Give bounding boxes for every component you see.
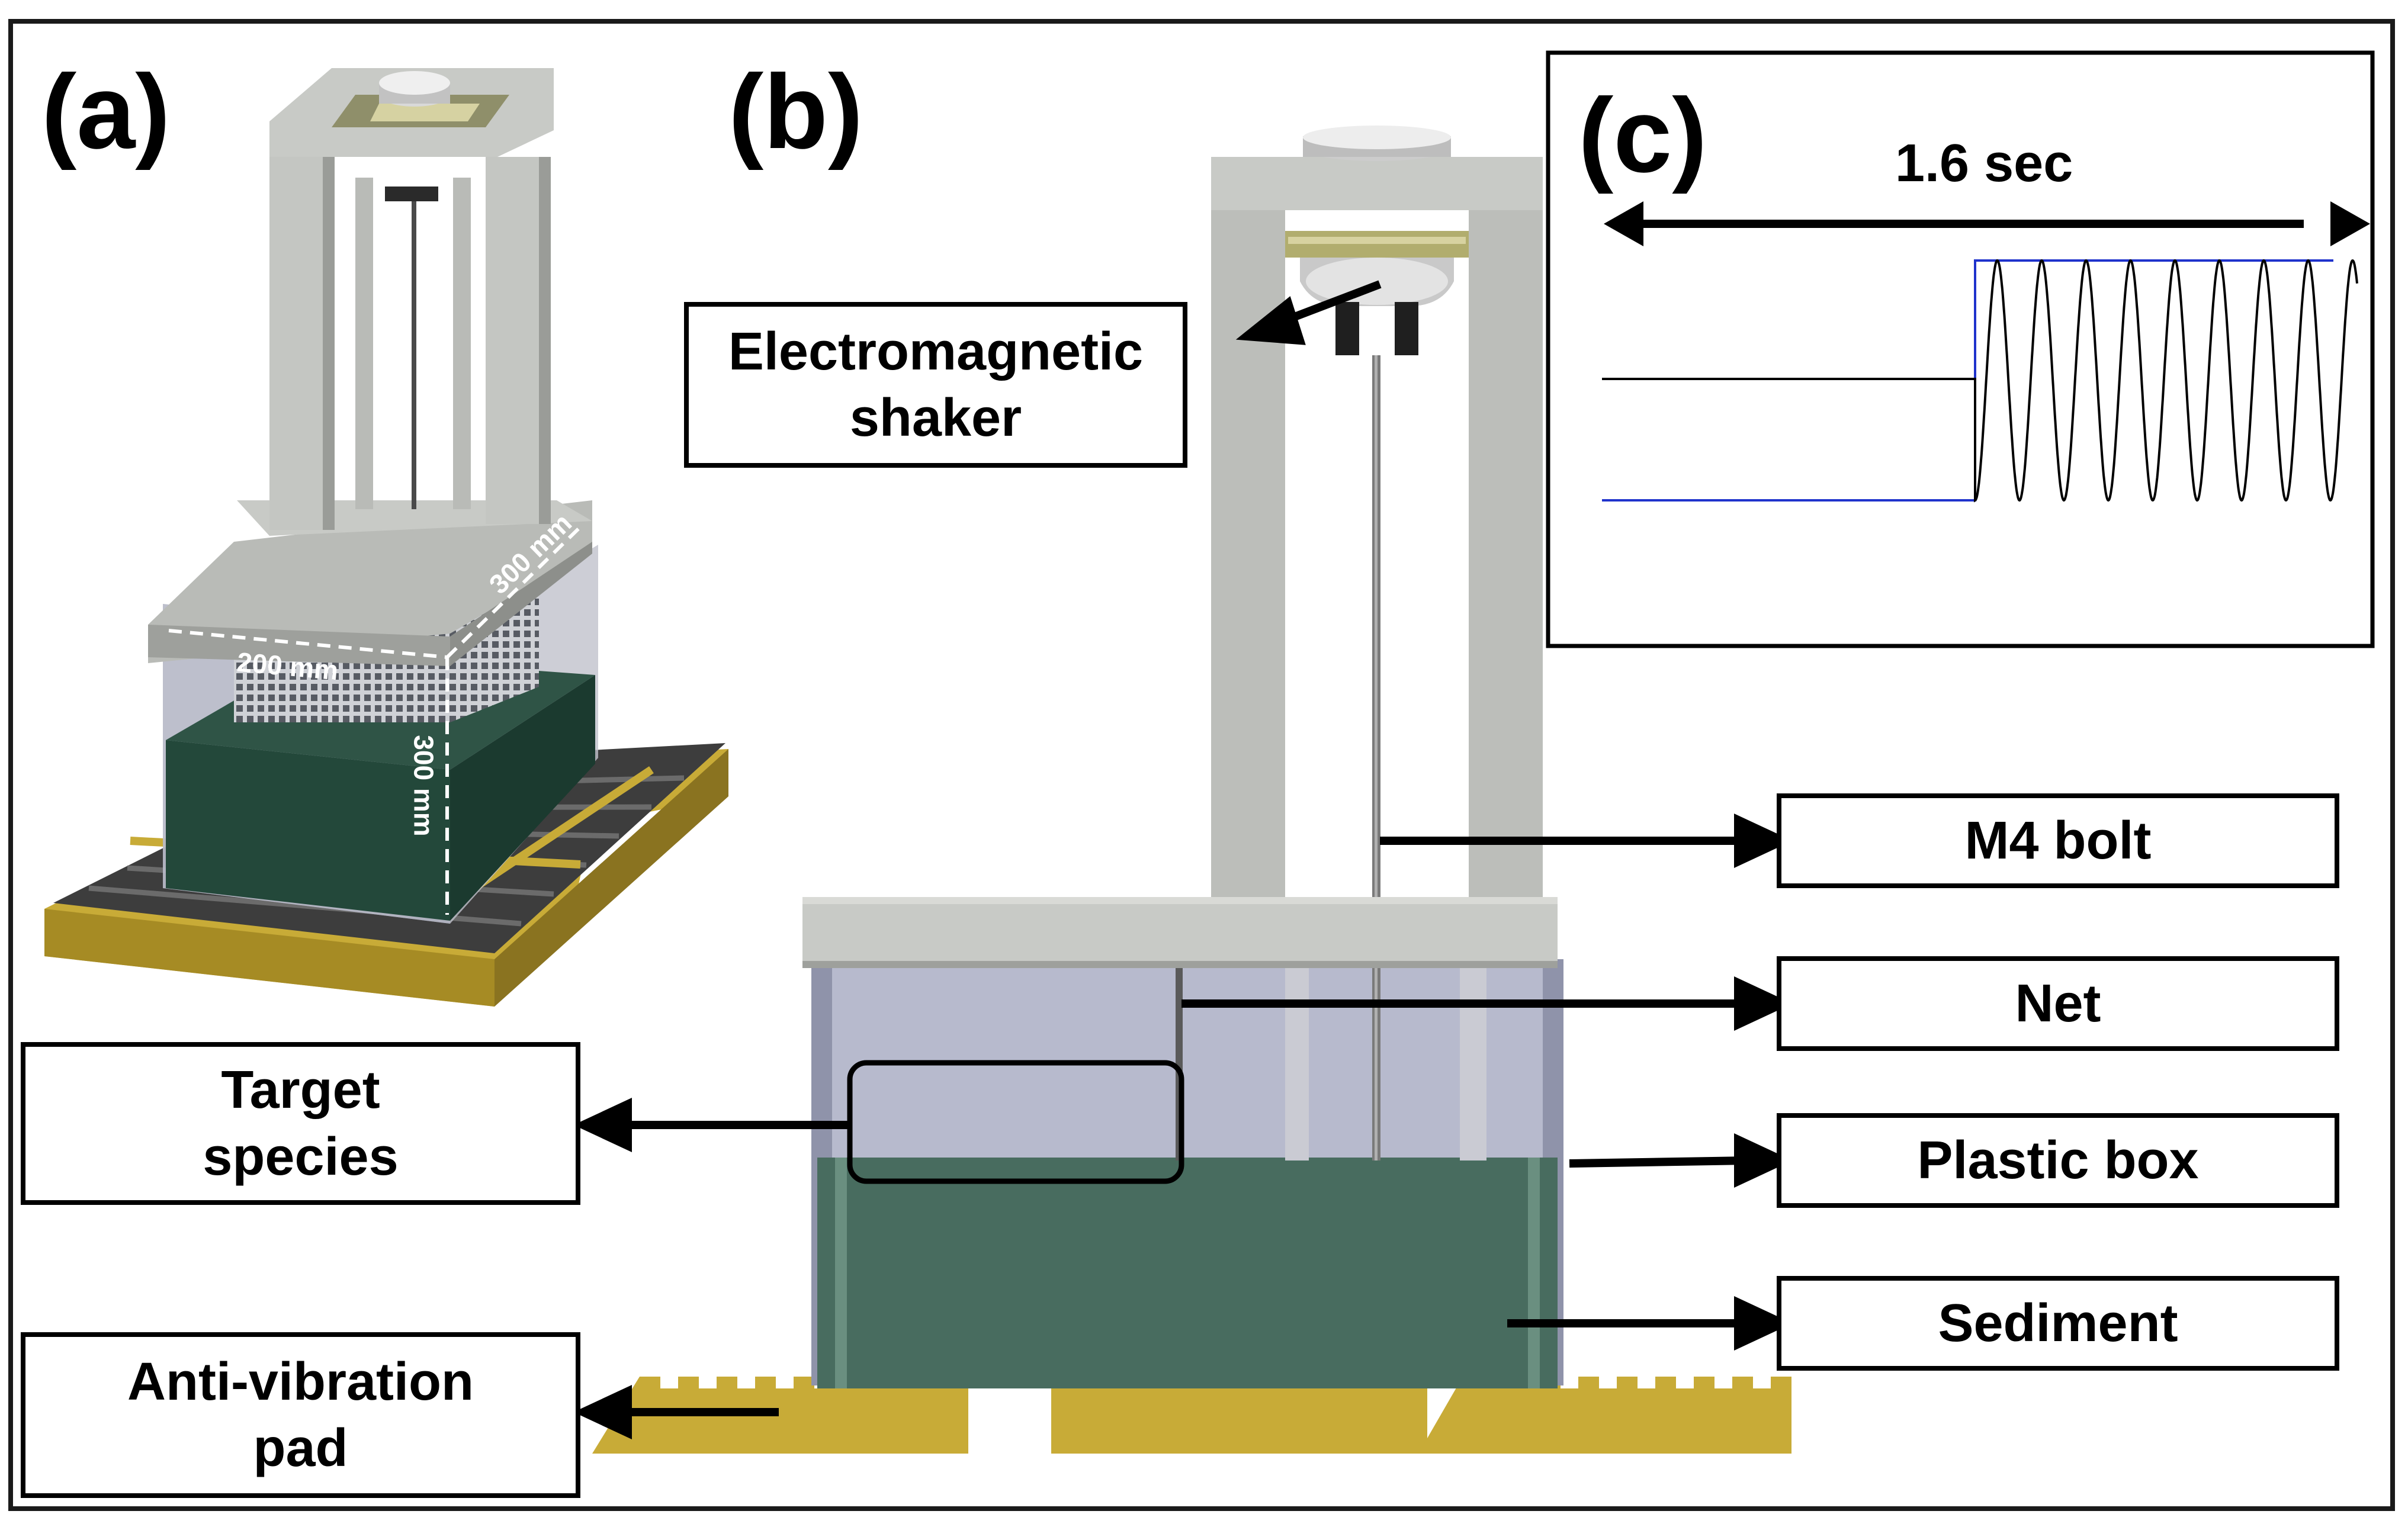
bolt-label: M4 bolt [1964, 811, 2152, 870]
pad-label-box: Anti-vibration pad [21, 1332, 580, 1498]
duration-label: 1.6 sec [1895, 134, 2073, 193]
figure-border [8, 19, 2395, 1511]
dimension-guides [168, 522, 585, 915]
target-species-label-box: Target species [21, 1042, 580, 1205]
panel-label-a: (a) [41, 53, 171, 171]
arrow-plastic-box [1569, 1156, 1748, 1168]
shaker-label-box: Electromagnetic shaker [684, 302, 1187, 468]
frame-uprights [1176, 157, 1543, 1160]
anti-vibration-pad [592, 1377, 1791, 1454]
panel-c-signal [1546, 50, 2375, 648]
shaker-label-line1: Electromagnetic [728, 322, 1144, 381]
panel-label-b: (b) [728, 53, 863, 171]
frame-top-plate [802, 897, 1558, 968]
bolt-label-box: M4 bolt [1777, 793, 2339, 888]
sediment-label-box: Sediment [1777, 1276, 2339, 1371]
frame-3d [148, 68, 592, 666]
sediment-label: Sediment [1938, 1293, 2178, 1353]
shaker [1285, 126, 1469, 355]
net-label: Net [2015, 973, 2101, 1033]
shaker-label-line2: shaker [849, 388, 1022, 448]
target-label-line2: species [203, 1127, 399, 1187]
target-label-line1: Target [221, 1060, 380, 1120]
pad-label-line1: Anti-vibration [127, 1352, 474, 1412]
duration-arrow [1604, 201, 2370, 246]
plastic-box-label: Plastic box [1917, 1130, 2199, 1190]
pad-label-line2: pad [253, 1419, 348, 1478]
net-label-box: Net [1777, 956, 2339, 1051]
sediment [817, 1158, 1558, 1388]
plastic-box-label-box: Plastic box [1777, 1113, 2339, 1208]
signal-waveform [1602, 259, 2358, 503]
panel-label-c: (c) [1578, 76, 1707, 194]
